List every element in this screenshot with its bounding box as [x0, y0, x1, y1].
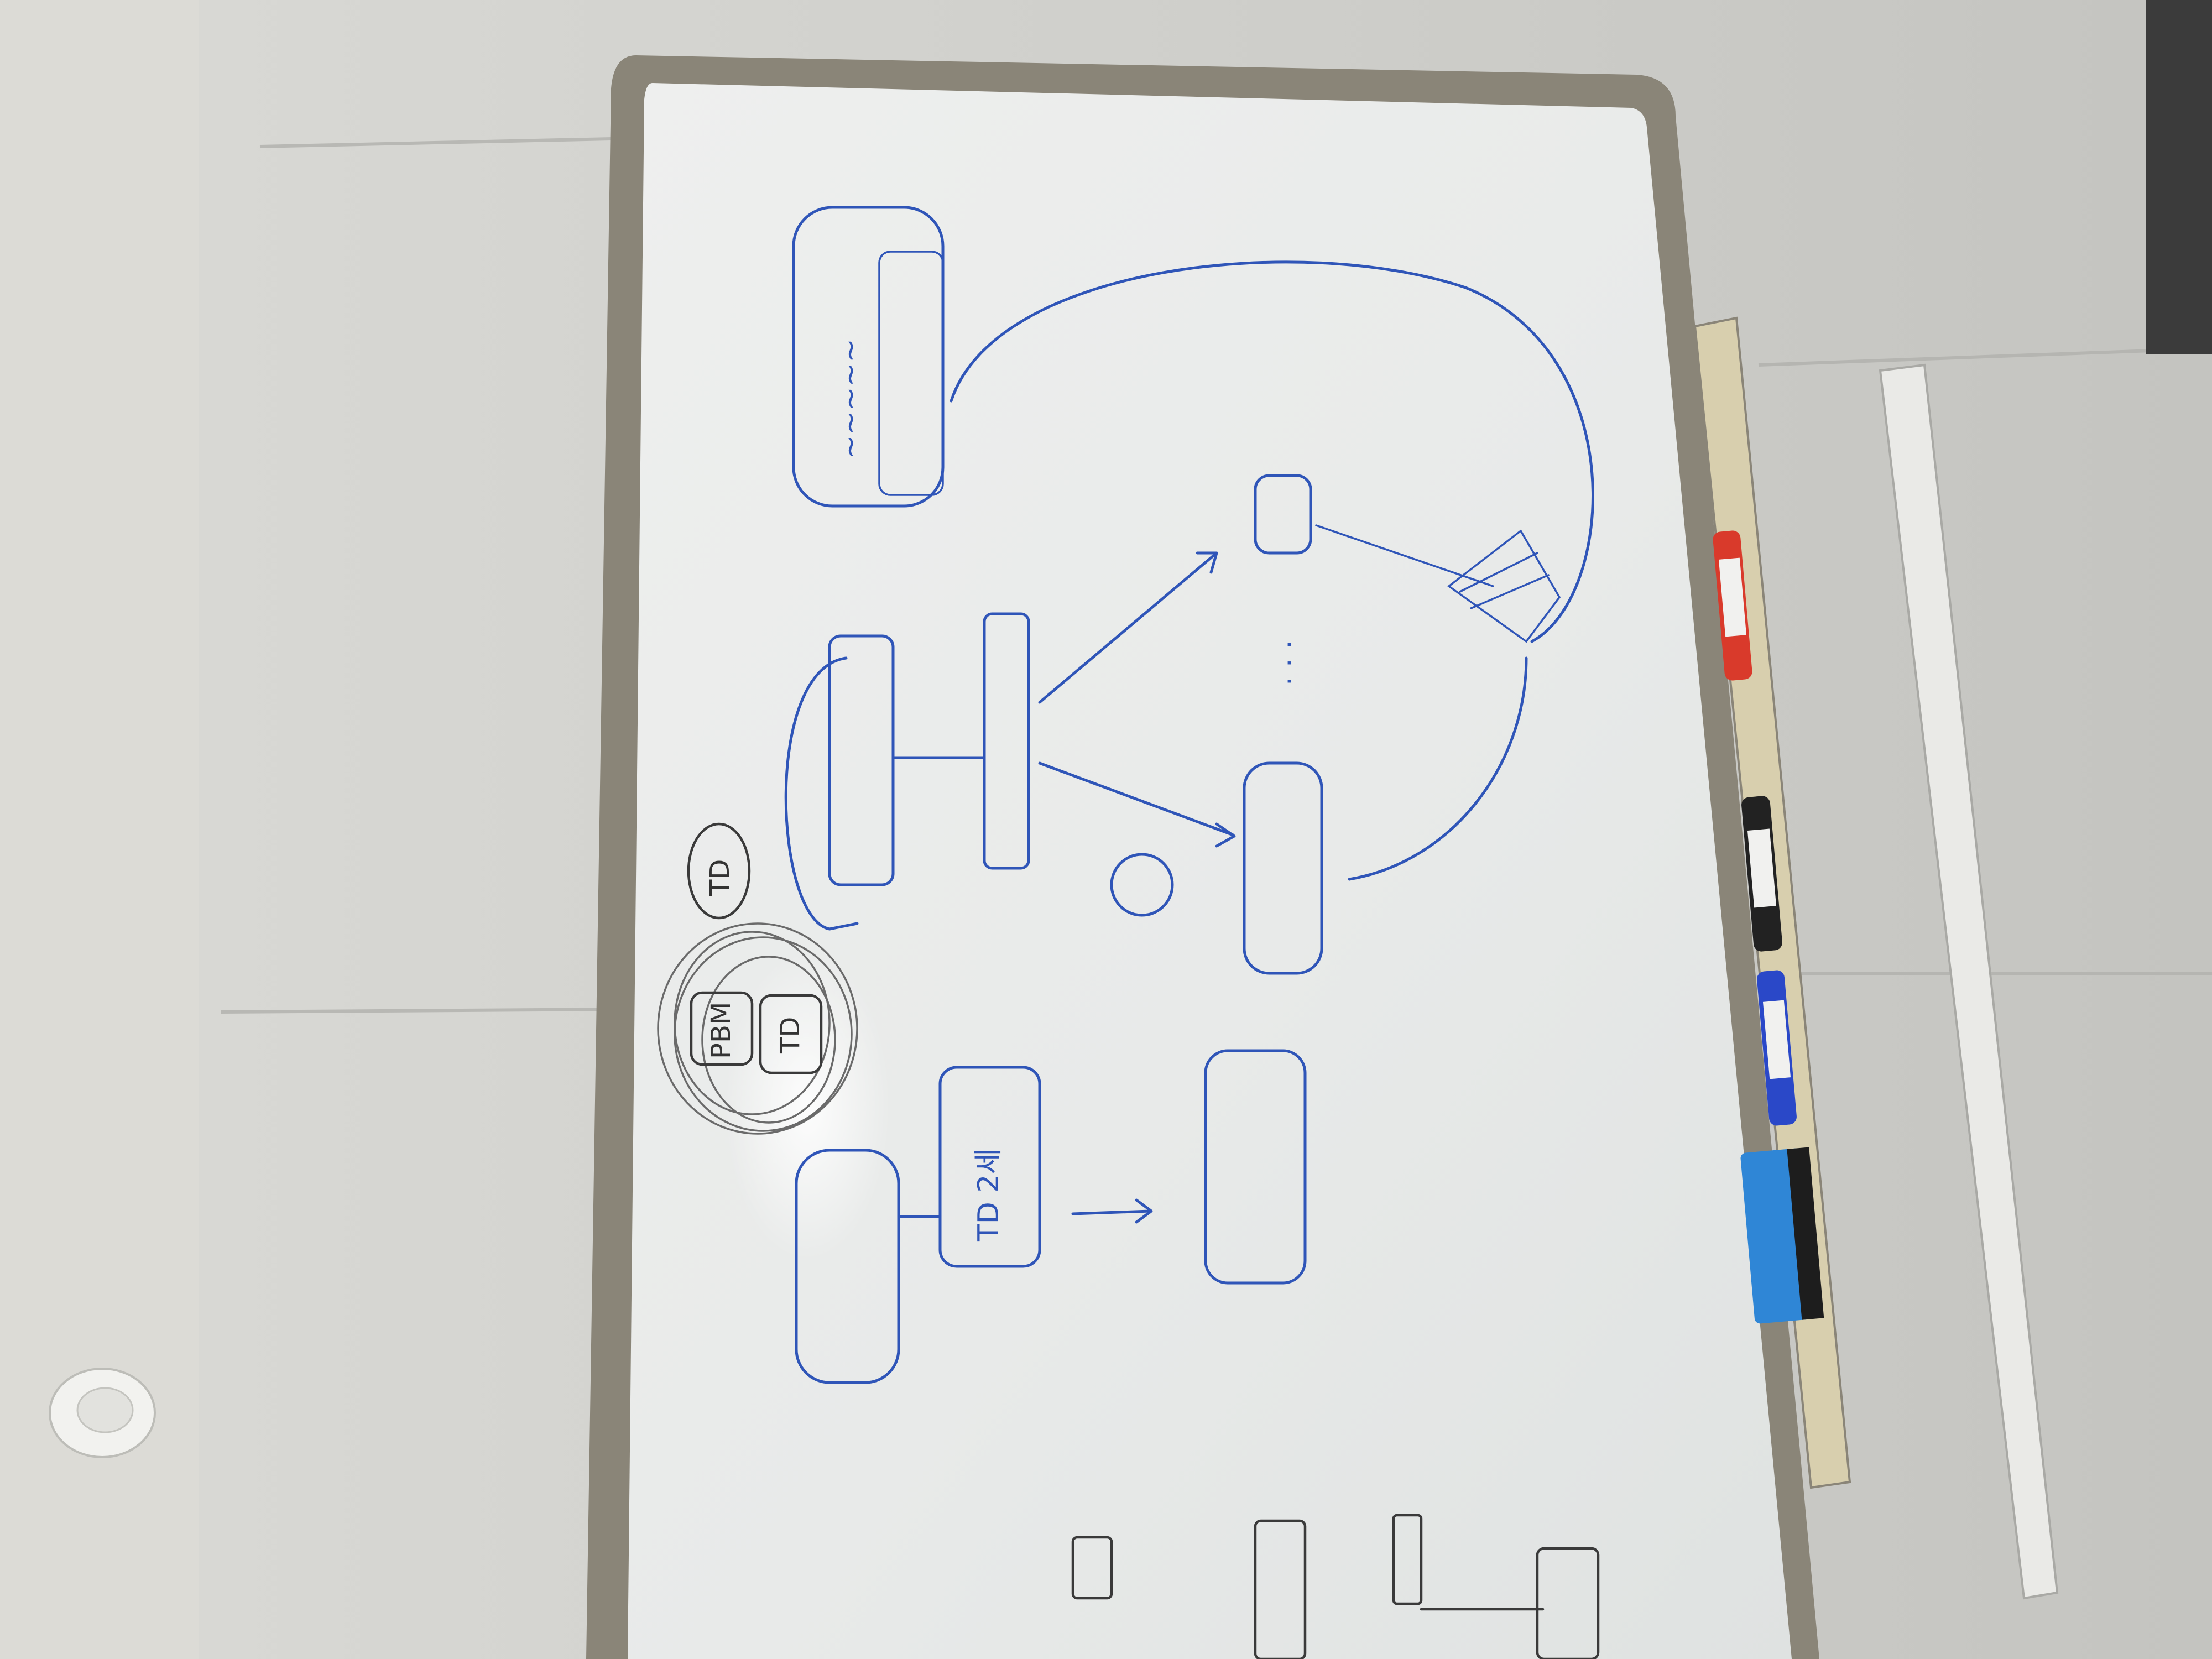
center-box — [983, 612, 1030, 870]
sketch-shape — [1447, 529, 1561, 643]
arrow-from-td2 — [1071, 1209, 1152, 1215]
arrow-to-right — [1038, 551, 1218, 704]
center-left-box — [828, 634, 895, 886]
td-bottom-label: TD — [775, 1017, 806, 1054]
arrow-right — [1038, 761, 1235, 837]
smoke-detector-icon — [49, 1368, 156, 1458]
top-left-inner-box — [878, 251, 944, 496]
td-circle-upper — [687, 822, 751, 920]
right-mid-box — [1243, 761, 1323, 975]
ellipsis: · · · — [1274, 640, 1307, 686]
red-marker — [1713, 530, 1752, 681]
td-2-box — [938, 1066, 1041, 1268]
bottom-box-3 — [1392, 1514, 1423, 1605]
small-circle — [1110, 853, 1174, 917]
bottom-box-2 — [1254, 1519, 1307, 1659]
blue-marker — [1757, 970, 1797, 1126]
wall-seam — [221, 1008, 620, 1014]
td-box — [759, 994, 823, 1074]
arrowhead — [1215, 822, 1236, 848]
bottom-box-4 — [1536, 1547, 1600, 1659]
wall-seam — [1758, 347, 2212, 367]
bottom-box-1 — [1071, 1536, 1113, 1600]
whiteboard-drawing: ~~~~~ · · · TD PBM — [657, 206, 1600, 1659]
td-2-label: TD 2세 — [972, 1148, 1005, 1242]
connector — [1315, 524, 1494, 587]
pbm-box — [690, 991, 754, 1066]
pbm-label: PBM — [706, 1002, 737, 1059]
right-top-box — [1254, 474, 1312, 555]
shelf-frame — [1879, 363, 2059, 1600]
right-wall-dark-edge — [2146, 0, 2212, 354]
bottom-left-box — [795, 1149, 900, 1384]
arrowhead — [1196, 551, 1218, 574]
return-arc — [1348, 656, 1528, 881]
label-scribble: ~~~~~ — [834, 338, 867, 459]
loop-arrow — [950, 260, 1594, 643]
black-marker — [1741, 796, 1782, 952]
circle-cluster: PBM TD — [657, 922, 858, 1135]
arrowhead — [1135, 1198, 1153, 1224]
wall-seam — [259, 137, 637, 148]
whiteboard — [586, 55, 1819, 1659]
right-bottom-box — [1204, 1049, 1307, 1285]
center-left-bracket — [784, 656, 859, 931]
eraser-icon — [1740, 1147, 1824, 1324]
td-upper-label: TD — [705, 859, 735, 896]
ceiling-speckle-panel — [0, 0, 232, 1659]
